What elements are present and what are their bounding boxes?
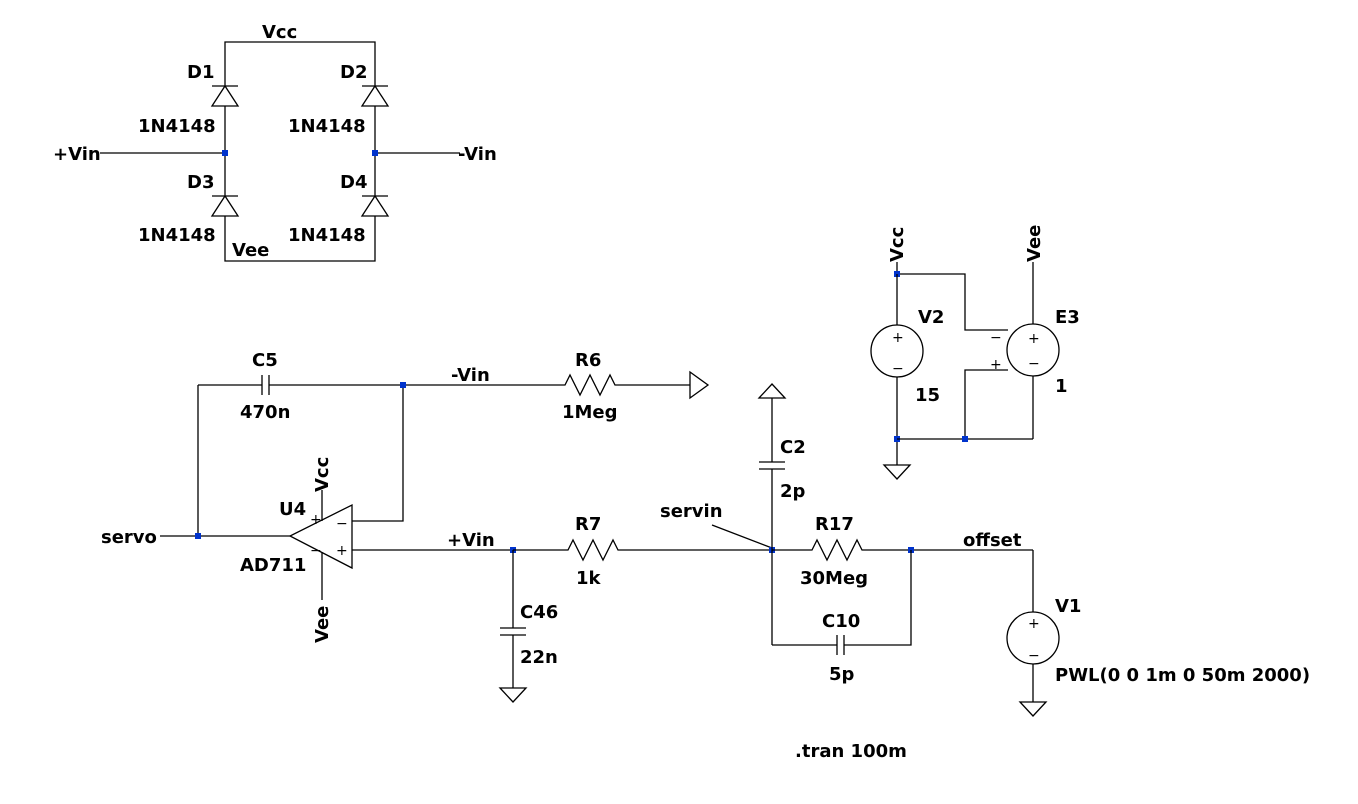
r6-label: R6: [575, 350, 601, 371]
vee-source-label: Vee: [1024, 225, 1045, 262]
junction-dot: [195, 533, 201, 539]
v1-value: PWL(0 0 1m 0 50m 2000): [1055, 665, 1310, 686]
u4-plus-in-pin: +: [336, 543, 348, 559]
svg-text:+: +: [892, 330, 904, 346]
v2-value: 15: [915, 385, 940, 406]
vin-plus-label: +Vin: [53, 144, 101, 165]
opamp-u4[interactable]: [288, 490, 510, 600]
servin-pointer: [711, 524, 773, 549]
diode-d2[interactable]: [360, 80, 390, 110]
resistor-r7[interactable]: [560, 538, 625, 562]
ground-symbol: [1018, 701, 1048, 717]
svg-text:−: −: [892, 361, 904, 377]
d1-model: 1N4148: [138, 116, 216, 137]
capacitor-c2[interactable]: [759, 461, 785, 470]
vin-plus-net-label: +Vin: [447, 530, 495, 551]
voltage-source-v1[interactable]: + −: [1006, 611, 1060, 665]
vcc-source-label: Vcc: [887, 227, 908, 262]
r17-value: 30Meg: [800, 568, 868, 589]
c2-label: C2: [780, 437, 806, 458]
u4-vcc-label: Vcc: [312, 457, 333, 492]
d2-model: 1N4148: [288, 116, 366, 137]
v1-label: V1: [1055, 596, 1081, 617]
ground-symbol: [882, 464, 912, 480]
capacitor-c46[interactable]: [500, 627, 526, 636]
tran-directive: .tran 100m: [795, 741, 907, 762]
c5-value: 470n: [240, 402, 290, 423]
u4-label: U4: [279, 499, 306, 520]
u4-minus-pin: −: [336, 516, 348, 532]
vcc-label: Vcc: [262, 22, 297, 43]
r7-label: R7: [575, 514, 601, 535]
e3-value: 1: [1055, 376, 1068, 397]
junction-dot: [372, 150, 378, 156]
c46-label: C46: [520, 602, 558, 623]
vee-label: Vee: [232, 240, 269, 261]
c5-label: C5: [252, 350, 278, 371]
d3-model: 1N4148: [138, 225, 216, 246]
ground-symbol: [498, 687, 528, 703]
c2-value: 2p: [780, 481, 806, 502]
junction-dot: [962, 436, 968, 442]
vcc-wire: [224, 41, 376, 80]
r7-value: 1k: [576, 568, 602, 589]
d4-label: D4: [340, 172, 367, 193]
diode-d3[interactable]: [210, 190, 240, 220]
servin-label: servin: [660, 501, 723, 522]
u4-minus-pwr-pin: −: [310, 543, 322, 559]
d4-model: 1N4148: [288, 225, 366, 246]
u4-plus-pin: +: [310, 512, 322, 528]
vin-minus-net-label: -Vin: [451, 365, 490, 386]
v2-label: V2: [918, 307, 944, 328]
offset-label: offset: [963, 530, 1022, 551]
e3-label: E3: [1055, 307, 1080, 328]
diode-d1[interactable]: [210, 80, 240, 110]
servo-label: servo: [101, 527, 157, 548]
d2-label: D2: [340, 62, 367, 83]
resistor-r17[interactable]: [805, 538, 870, 562]
junction-dot: [400, 382, 406, 388]
d1-label: D1: [187, 62, 214, 83]
servo-loop: + − C5 470n -Vin R6 1Meg U4 AD711 servo …: [101, 350, 1310, 717]
resistor-r6[interactable]: [555, 373, 625, 397]
r6-value: 1Meg: [562, 402, 618, 423]
svg-text:−: −: [1028, 356, 1040, 372]
d3-label: D3: [187, 172, 214, 193]
diode-d4[interactable]: [360, 190, 390, 220]
capacitor-c5[interactable]: [261, 375, 270, 395]
c46-value: 22n: [520, 647, 558, 668]
u4-model: AD711: [240, 555, 306, 576]
supply-section: + − + − − + Vcc Vee V2 15 E3 1: [870, 225, 1080, 480]
svg-text:+: +: [1028, 331, 1040, 347]
vcvs-e3[interactable]: + −: [1006, 323, 1060, 377]
u4-vee-label: Vee: [312, 606, 333, 643]
svg-text:+: +: [1028, 616, 1040, 632]
vin-minus-label: -Vin: [458, 144, 497, 165]
e3-ctrl-minus: −: [990, 330, 1002, 346]
voltage-source-v2[interactable]: + −: [870, 324, 924, 378]
c10-value: 5p: [829, 664, 855, 685]
diode-bridge: Vcc D1 D2 1N4148 1N4148 +Vin -Vin D3 D4 …: [53, 22, 497, 262]
svg-text:−: −: [1028, 648, 1040, 664]
junction-dot: [222, 150, 228, 156]
c10-label: C10: [822, 611, 860, 632]
ground-symbol: [757, 383, 787, 399]
ground-symbol: [689, 370, 710, 400]
vee-wire: [224, 220, 376, 262]
capacitor-c10[interactable]: [836, 635, 845, 655]
r17-label: R17: [815, 514, 854, 535]
e3-ctrl-plus: +: [990, 357, 1002, 373]
